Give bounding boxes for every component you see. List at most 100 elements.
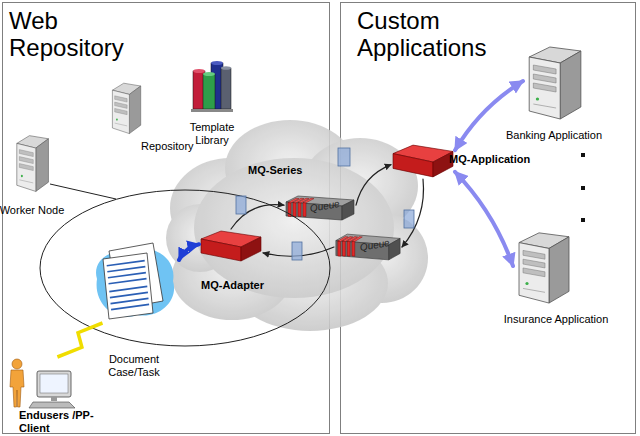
template-library-icon-graphic-part-part — [221, 68, 231, 109]
server-icon-graphic — [13, 131, 51, 193]
queue-symbol-graphic-part-part — [293, 203, 296, 217]
server-icon-graphic-part-part — [525, 282, 528, 285]
server-icon-graphic-part-part — [549, 237, 569, 303]
document-icon-graphic-part — [89, 239, 179, 323]
server-icon-graphic-part-part — [115, 108, 127, 114]
server-icon-graphic-part-part — [523, 288, 545, 292]
server-icon: Repository — [109, 79, 143, 135]
document-icon: Document Case/Task — [89, 239, 179, 323]
queue-symbol-graphic-part-part — [288, 203, 291, 217]
server-icon-graphic-part — [523, 41, 585, 121]
queue-symbol-graphic-part-part — [389, 238, 400, 259]
enduser-icon-graphic-part-part — [37, 371, 71, 397]
server-icon-graphic-part-part — [533, 65, 556, 74]
server-icon-graphic-part-part — [523, 268, 545, 277]
icon-label: Document Case/Task — [102, 353, 166, 379]
server-icon-graphic-part — [109, 79, 143, 135]
template-library-icon-graphic-part-part — [203, 74, 215, 109]
template-library-icon-graphic-part-part — [193, 69, 205, 73]
adapter-box-graphic-part — [199, 229, 263, 263]
adapter-label: MQ-Adapter — [201, 279, 291, 292]
enduser-icon-graphic — [7, 357, 79, 409]
document-icon-graphic-part-part — [107, 261, 145, 266]
server-icon: Insurance Application — [513, 227, 573, 305]
document-icon-graphic-part-part — [107, 267, 145, 272]
server-icon-graphic-part-part — [533, 104, 556, 108]
document-icon-graphic-part-part — [109, 279, 147, 284]
server-icon-graphic-part-part — [115, 102, 127, 108]
template-library-icon-graphic-part-part — [191, 109, 233, 112]
enduser-icon: Endusers /PP-Client — [7, 357, 79, 409]
cloud-label: MQ-Series — [248, 164, 318, 177]
application-label: MQ-Application — [449, 153, 549, 166]
document-icon-graphic-part-part — [111, 304, 149, 309]
enduser-icon-graphic-part — [7, 357, 79, 409]
document-icon-graphic-part-part — [110, 292, 148, 297]
application-box-graphic-part — [391, 143, 455, 179]
server-icon-graphic-part-part — [533, 74, 556, 83]
template-library-icon: Template Library — [191, 59, 233, 113]
panel-heading: Custom Applications — [357, 7, 532, 61]
server-icon-graphic-part-part — [536, 97, 539, 100]
icon-label: Endusers /PP-Client — [19, 409, 99, 435]
document-icon-graphic-part-part — [103, 253, 153, 319]
document-icon-graphic-part-part — [108, 273, 146, 278]
queue-symbol-graphic-part-part — [352, 241, 355, 256]
server-icon-graphic-part — [13, 131, 51, 193]
server-icon-graphic-part-part — [21, 175, 23, 177]
queue-symbol-graphic-part-part — [298, 203, 301, 217]
server-icon-graphic-part-part — [19, 150, 33, 157]
server-icon-graphic-part-part — [529, 57, 560, 119]
queue-symbol-graphic-part-part — [338, 241, 341, 256]
server-icon-graphic-part-part — [116, 118, 118, 120]
icon-label: Banking Application — [494, 129, 614, 142]
document-icon-graphic — [89, 239, 179, 323]
server-icon-graphic-part-part — [523, 259, 545, 268]
application-box-graphic — [391, 143, 455, 179]
template-library-icon-graphic-part-part — [211, 61, 223, 65]
server-icon-graphic-part-part — [519, 243, 549, 303]
server-icon-graphic-part-part — [560, 51, 581, 119]
template-library-icon-graphic — [191, 59, 233, 113]
template-library-icon-graphic-part-part — [203, 72, 215, 76]
queue-symbol-graphic-part-part — [342, 200, 354, 220]
server-icon-graphic-part-part — [112, 90, 129, 133]
server-icon-graphic-part-part — [129, 86, 140, 134]
network-cloud-graphic-part-part-part — [194, 158, 394, 298]
queue-symbol: Queue — [284, 194, 356, 222]
enduser-icon-graphic-part-part — [12, 359, 22, 369]
document-icon-graphic-part-part — [111, 298, 149, 303]
server-icon-graphic-part-part — [523, 250, 545, 259]
template-library-icon-graphic-part-part — [221, 66, 231, 70]
enduser-icon-graphic-part-part — [51, 397, 57, 401]
server-icon: Banking Application — [523, 41, 585, 121]
server-icon-graphic-part-part — [115, 123, 127, 126]
template-library-icon-graphic-part — [191, 59, 233, 113]
server-icon-graphic-part-part — [36, 139, 49, 192]
queue-symbol-graphic-part-part — [303, 203, 306, 217]
server-icon-graphic-part-part — [19, 180, 33, 183]
icon-label: Insurance Application — [496, 313, 616, 326]
server-icon: Worker Node — [13, 131, 51, 193]
server-icon-graphic-part-part — [115, 96, 127, 102]
application-box: MQ-Application — [391, 143, 455, 179]
server-icon-graphic — [109, 79, 143, 135]
adapter-box-graphic — [199, 229, 263, 263]
server-icon-graphic — [523, 41, 585, 121]
server-icon-graphic-part-part — [17, 143, 36, 191]
icon-label: Repository — [141, 140, 211, 153]
server-icon-graphic-part-part — [533, 83, 556, 92]
panel-heading: Web Repository — [9, 7, 159, 61]
queue-symbol-graphic-part-part — [347, 241, 350, 256]
adapter-box: MQ-Adapter — [199, 229, 263, 263]
queue-symbol-graphic-part-part — [343, 241, 346, 256]
document-icon-graphic-part-part — [109, 286, 147, 291]
server-icon-graphic — [513, 227, 573, 305]
enduser-icon-graphic-part-part — [40, 374, 68, 393]
enduser-icon-graphic-part-part — [29, 402, 75, 408]
icon-label: Worker Node — [0, 204, 72, 217]
network-cloud-graphic-part-part — [166, 120, 428, 331]
queue-symbol: Queue — [334, 232, 402, 262]
server-icon-graphic-part — [513, 227, 573, 305]
